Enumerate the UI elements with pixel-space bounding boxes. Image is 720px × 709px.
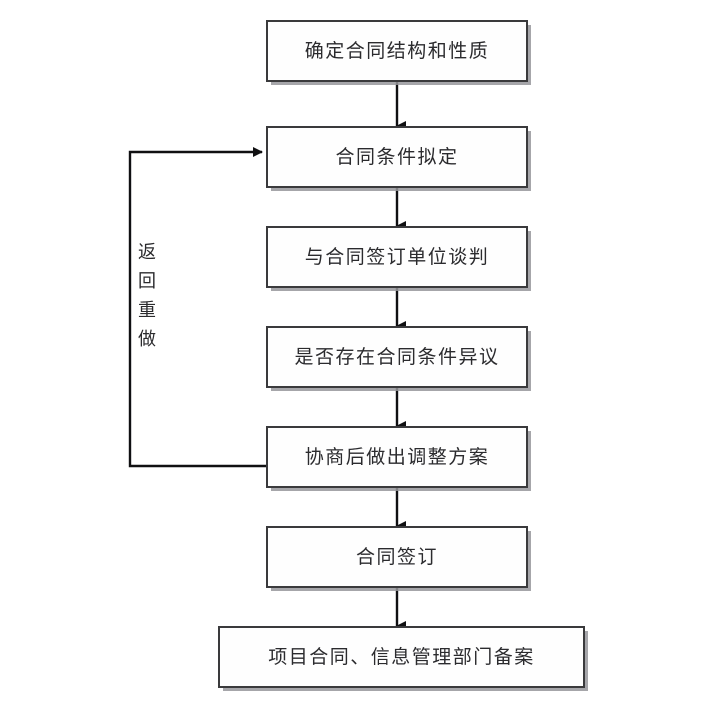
node-label: 协商后做出调整方案 — [304, 445, 490, 468]
node-confirm-contract-structure[interactable]: 确定合同结构和性质 — [266, 20, 528, 82]
node-draft-contract-terms[interactable]: 合同条件拟定 — [266, 126, 528, 188]
node-adjust-plan-after-negotiation[interactable]: 协商后做出调整方案 — [266, 426, 528, 488]
node-label: 是否存在合同条件异议 — [294, 345, 500, 368]
node-sign-contract[interactable]: 合同签订 — [266, 526, 528, 588]
node-label: 项目合同、信息管理部门备案 — [268, 645, 535, 668]
node-label: 合同条件拟定 — [335, 145, 459, 168]
node-file-with-management-dept[interactable]: 项目合同、信息管理部门备案 — [218, 626, 585, 688]
node-check-terms-objection[interactable]: 是否存在合同条件异议 — [266, 326, 528, 388]
node-label: 与合同签订单位谈判 — [304, 245, 490, 268]
node-label: 合同签订 — [355, 545, 438, 568]
feedback-loop-label: 返回重做 — [138, 242, 156, 351]
node-label: 确定合同结构和性质 — [304, 39, 490, 62]
node-negotiate-with-signing-party[interactable]: 与合同签订单位谈判 — [266, 226, 528, 288]
